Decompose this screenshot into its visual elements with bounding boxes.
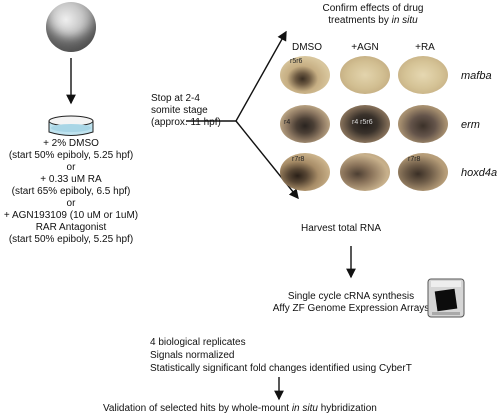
embryo-label: r4 bbox=[284, 119, 291, 126]
gene-label-hoxd4a: hoxd4a bbox=[461, 167, 498, 179]
harvest-text: Harvest total RNA bbox=[301, 223, 382, 234]
col-header-ra: +RA bbox=[415, 42, 435, 53]
treatment-line: or bbox=[66, 162, 76, 173]
gene-label-erm: erm bbox=[461, 119, 480, 131]
embryo-label: r4 r5r6 bbox=[352, 119, 373, 126]
embryo-erm-ra bbox=[398, 105, 448, 143]
treatment-line: + 0.33 uM RA bbox=[40, 174, 102, 185]
embryo-label: r7r8 bbox=[408, 156, 421, 163]
stop-line-3: (approx. 11 hpf) bbox=[151, 117, 221, 128]
stats-line-2: Signals normalized bbox=[150, 350, 235, 361]
treatment-line: (start 50% epiboly, 5.25 hpf) bbox=[8, 234, 134, 245]
treatment-line: + 2% DMSO bbox=[43, 138, 99, 149]
embryo-epiboly-image bbox=[46, 2, 96, 52]
gene-label-mafba: mafba bbox=[461, 70, 492, 82]
confirm-title-line-2: treatments by in situ bbox=[328, 15, 418, 26]
embryo-hoxd4a-ra: r7r8 bbox=[398, 153, 448, 191]
confirm-title-line-1: Confirm effects of drug bbox=[322, 3, 424, 14]
embryo-label: r5r6 bbox=[290, 58, 303, 65]
treatment-list: + 2% DMSO (start 50% epiboly, 5.25 hpf) … bbox=[0, 138, 142, 246]
embryo-erm-agn: r4 r5r6 bbox=[340, 105, 390, 143]
petri-dish-icon bbox=[48, 115, 94, 136]
affymetrix-chip-icon bbox=[427, 278, 465, 318]
stop-line-2: somite stage bbox=[151, 105, 208, 116]
embryo-mafba-ra bbox=[398, 56, 448, 94]
stop-line-1: Stop at 2-4 bbox=[151, 93, 200, 104]
stats-line-1: 4 biological replicates bbox=[150, 337, 246, 348]
stats-line-3: Statistically significant fold changes i… bbox=[150, 363, 412, 374]
col-header-dmso: DMSO bbox=[292, 42, 322, 53]
arrow-to-insitu bbox=[235, 30, 287, 122]
treatment-line: (start 50% epiboly, 5.25 hpf) bbox=[8, 150, 134, 161]
embryo-mafba-agn bbox=[340, 56, 390, 94]
embryo-hoxd4a-agn bbox=[340, 153, 390, 191]
embryo-hoxd4a-dmso: r7r8 bbox=[280, 153, 330, 191]
treatment-line: or bbox=[66, 198, 76, 209]
embryo-mafba-dmso: r5r6 bbox=[280, 56, 330, 94]
embryo-erm-dmso: r4 bbox=[280, 105, 330, 143]
confirm-title: Confirm effects of drug treatments by in… bbox=[288, 3, 458, 27]
embryo-label: r7r8 bbox=[292, 156, 305, 163]
validation-text: Validation of selected hits by whole-mou… bbox=[103, 403, 377, 414]
treatment-line: + AGN193109 (10 uM or 1uM) bbox=[3, 210, 139, 221]
stop-stage-text: Stop at 2-4 somite stage (approx. 11 hpf… bbox=[151, 93, 221, 129]
synthesis-line-2: Affy ZF Genome Expression Arrays bbox=[272, 303, 430, 314]
synthesis-line-1: Single cycle cRNA synthesis bbox=[287, 291, 415, 302]
treatment-line: RAR Antagonist bbox=[35, 222, 107, 233]
synthesis-text: Single cycle cRNA synthesis Affy ZF Geno… bbox=[256, 291, 446, 315]
col-header-agn: +AGN bbox=[351, 42, 379, 53]
treatment-line: (start 65% epiboly, 6.5 hpf) bbox=[11, 186, 131, 197]
